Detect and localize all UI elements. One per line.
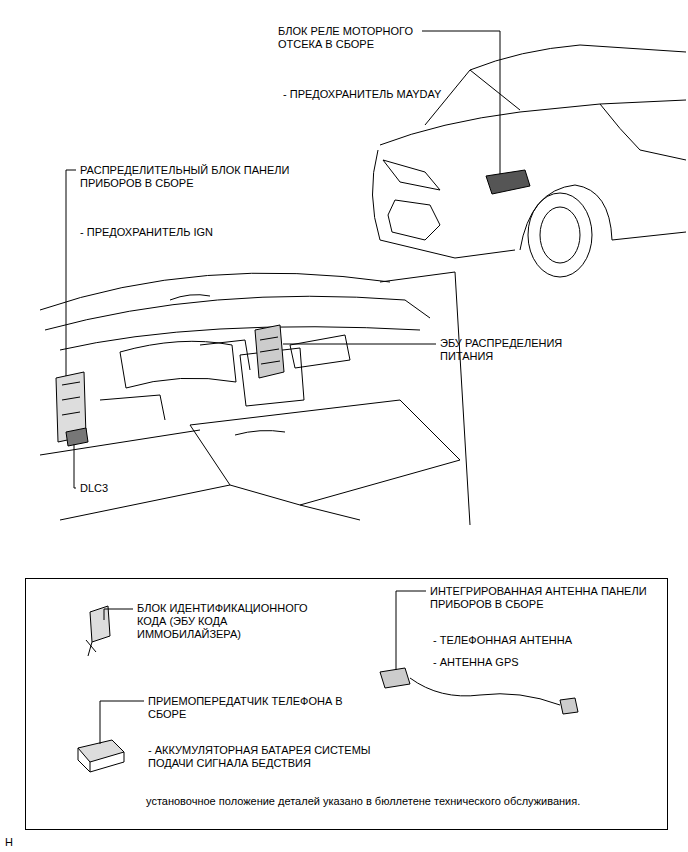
part-label: РАСПРЕДЕЛИТЕЛЬНЫЙ БЛОК ПАНЕЛИ ПРИБОРОВ В…: [80, 164, 305, 190]
part-label: ПРИЕМОПЕРЕДАТЧИК ТЕЛЕФОНА В СБОРЕ: [148, 695, 343, 721]
part-label: - ПРЕДОХРАНИТЕЛЬ IGN: [80, 226, 213, 239]
dashboard-sketch: [40, 272, 470, 525]
part-label: DLC3: [80, 482, 108, 495]
part-label: БЛОК РЕЛЕ МОТОРНОГО ОТСЕКА В СБОРЕ: [278, 25, 453, 51]
part-label: БЛОК ИДЕНТИФИКАЦИОННОГО КОДА (ЭБУ КОДА И…: [137, 602, 322, 641]
part-label: - ПРЕДОХРАНИТЕЛЬ MAYDAY: [283, 88, 441, 101]
note-text: установочное положение деталей указано в…: [146, 795, 580, 808]
part-label: ИНТЕГРИРОВАННАЯ АНТЕННА ПАНЕЛИ ПРИБОРОВ …: [430, 585, 665, 611]
car-sketch: [372, 45, 686, 277]
part-label: ЭБУ РАСПРЕДЕЛЕНИЯ ПИТАНИЯ: [440, 337, 590, 363]
part-label: - АККУМУЛЯТОРНАЯ БАТАРЕЯ СИСТЕМЫ ПОДАЧИ …: [148, 744, 408, 770]
part-label: - АНТЕННА GPS: [433, 656, 519, 669]
group-frame: установочное положение деталей указано в…: [25, 578, 668, 830]
part-label: - ТЕЛЕФОННАЯ АНТЕННА: [433, 634, 572, 647]
page-mark: H: [5, 836, 13, 849]
